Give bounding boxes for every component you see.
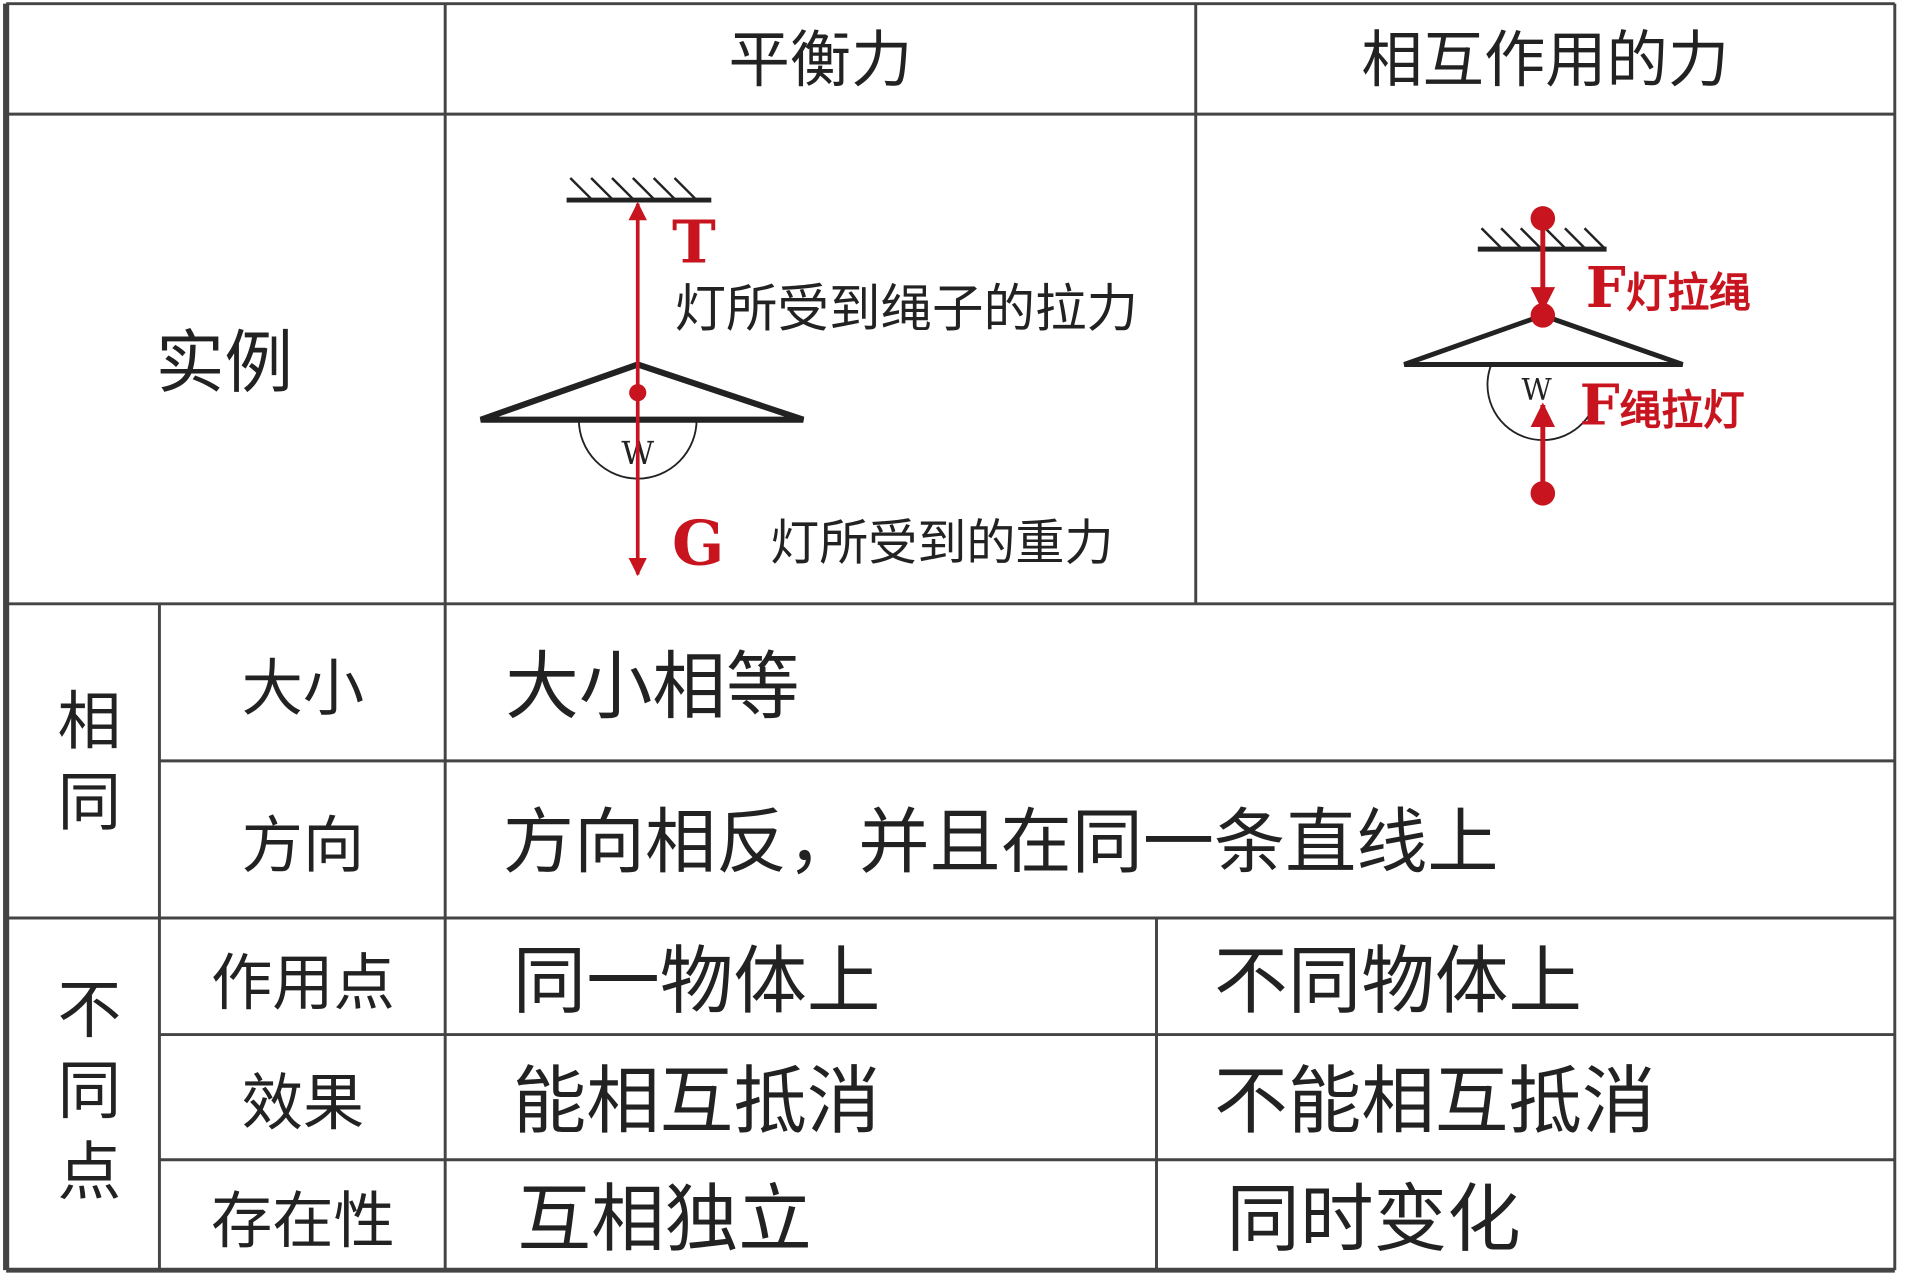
row-interaction-existence: 同时变化: [1226, 1177, 1520, 1262]
row-value-direction: 方向相反，并且在同一条直线上: [503, 800, 1499, 883]
row-label-effect: 效果: [242, 1068, 365, 1139]
force-G-label: G: [672, 508, 724, 580]
point-icon: [1530, 481, 1556, 506]
row-label-existence: 存在性: [211, 1186, 395, 1257]
bulb-label: W: [1522, 373, 1553, 407]
row-label-direction: 方向: [242, 810, 365, 881]
header-interaction: 相互作用的力: [1361, 25, 1729, 96]
row-interaction-effect: 不能相互抵消: [1214, 1060, 1655, 1145]
row-balanced-existence: 互相独立: [518, 1177, 812, 1262]
row-interaction-point: 不同物体上: [1214, 939, 1582, 1024]
header-balanced: 平衡力: [728, 25, 912, 96]
force-T-desc: 灯所受到绳子的拉力: [675, 279, 1138, 339]
force-G-desc: 灯所受到的重力: [770, 514, 1113, 572]
same-group-label: 相同: [46, 687, 120, 849]
example-label: 实例: [156, 324, 293, 404]
point-icon: [1530, 303, 1556, 328]
center-point-icon: [629, 384, 647, 402]
force-T-label: T: [672, 208, 716, 277]
balanced-force-diagram: W T 灯所受到绳子的拉力 G 灯所受到的重力: [479, 177, 1138, 580]
force-1-label: F灯拉绳: [1586, 255, 1751, 321]
point-icon: [1530, 206, 1556, 231]
row-label-size: 大小: [242, 653, 365, 724]
table-grid: [3, 2, 1897, 1273]
lamp-icon: [1403, 312, 1684, 442]
ceiling-icon: [566, 177, 712, 203]
interaction-force-diagram: W F灯拉绳 F绳拉灯: [1403, 206, 1751, 506]
force-2-label: F绳拉灯: [1580, 373, 1745, 439]
row-balanced-point: 同一物体上: [513, 939, 881, 1024]
row-balanced-effect: 能相互抵消: [513, 1060, 881, 1145]
row-label-point: 作用点: [211, 948, 395, 1019]
row-value-size: 大小相等: [505, 645, 799, 730]
diff-group-label: 不同点: [46, 976, 120, 1219]
ceiling-icon: [1477, 227, 1607, 252]
